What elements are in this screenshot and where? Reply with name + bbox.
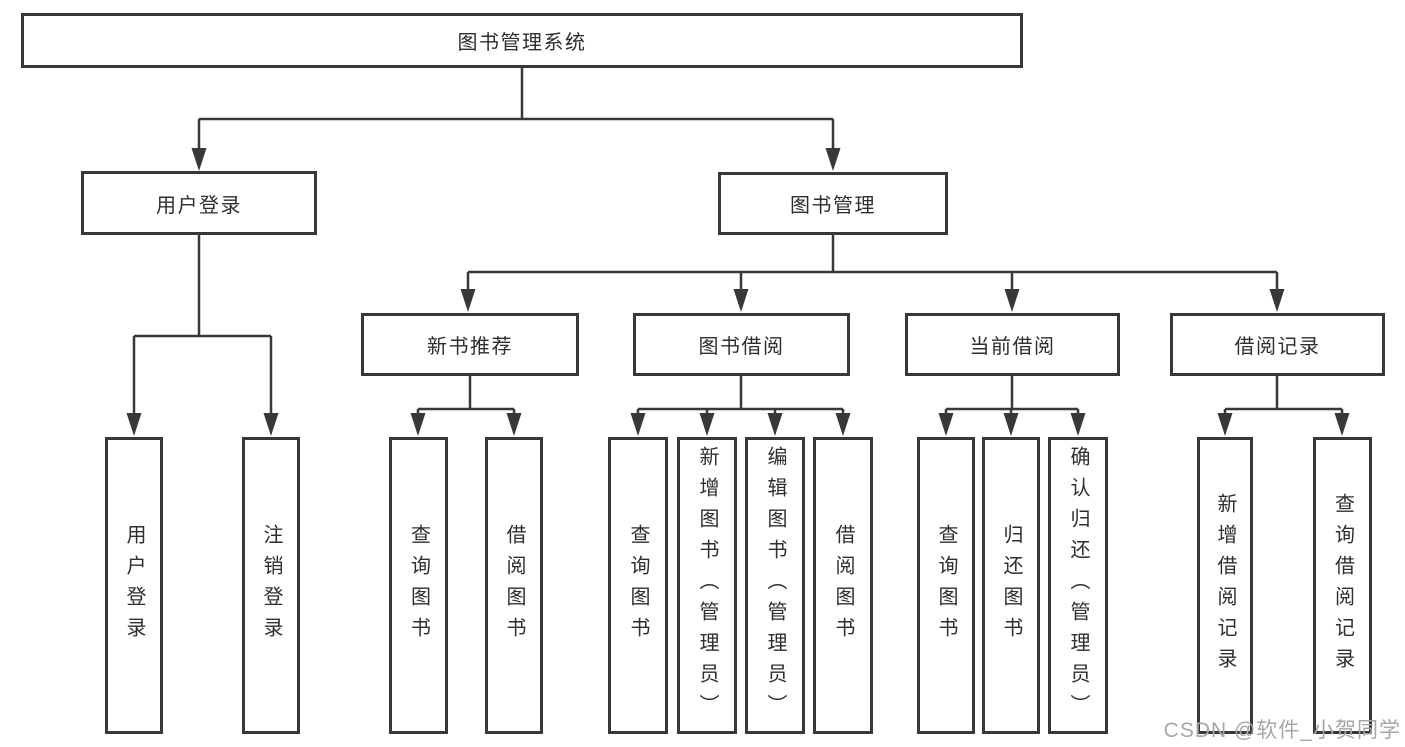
arrow-down-icon (263, 413, 279, 436)
node-label: 图书借阅 (698, 336, 785, 358)
leaf-user-login: 用户登录 (105, 437, 163, 734)
arrow-down-icon (1334, 413, 1350, 436)
leaf-borrow-query-book: 查询图书 (608, 437, 668, 734)
connector-bookborrow-to-leaves (636, 376, 845, 417)
arrow-down-icon (126, 413, 142, 436)
node-label: 归还图书 (1000, 523, 1022, 648)
arrow-down-icon (1269, 289, 1285, 312)
arrow-down-icon (506, 413, 522, 436)
connector-userlogin-to-leaves (132, 235, 273, 418)
node-new-book-recommendation: 新书推荐 (361, 313, 579, 376)
leaf-borrow-borrow-book: 借阅图书 (813, 437, 873, 734)
connector-root-to-level2 (197, 68, 835, 152)
node-label: 编辑图书（管理员） (764, 446, 786, 725)
node-label: 借阅图书 (503, 523, 525, 648)
arrow-down-icon (835, 413, 851, 436)
connector-currentborrow-to-leaves (944, 376, 1080, 417)
leaf-newbook-query-book: 查询图书 (389, 437, 448, 734)
node-label: 借阅记录 (1234, 336, 1321, 358)
leaf-newbook-borrow-book: 借阅图书 (485, 437, 543, 734)
arrow-down-icon (1217, 413, 1233, 436)
leaf-current-query-book: 查询图书 (917, 437, 975, 734)
node-label: 确认归还（管理员） (1067, 446, 1089, 725)
node-label: 用户登录 (156, 194, 242, 217)
arrowheads (126, 148, 1350, 436)
leaf-records-query-record: 查询借阅记录 (1313, 437, 1372, 734)
connector-newbook-to-leaves (416, 376, 516, 417)
arrow-down-icon (825, 148, 841, 171)
leaf-borrow-add-book-admin: 新增图书（管理员） (677, 437, 737, 734)
arrow-down-icon (410, 413, 426, 436)
arrow-down-icon (1004, 289, 1020, 312)
node-label: 图书管理系统 (457, 32, 587, 54)
node-book-borrowing: 图书借阅 (633, 313, 850, 376)
connector-borrowrecord-to-leaves (1223, 376, 1344, 417)
arrow-down-icon (630, 413, 646, 436)
arrow-down-icon (733, 289, 749, 312)
node-label: 查询图书 (627, 523, 649, 648)
arrow-down-icon (938, 413, 954, 436)
node-label: 查询图书 (935, 523, 957, 648)
node-label: 查询借阅记录 (1331, 492, 1354, 679)
node-label: 新增图书（管理员） (696, 446, 718, 725)
arrow-down-icon (191, 148, 207, 171)
node-label: 借阅图书 (832, 523, 854, 648)
csdn-watermark: CSDN @软件_小贺同学 (1163, 719, 1401, 742)
arrow-down-icon (460, 289, 476, 312)
leaf-current-confirm-return-admin: 确认归还（管理员） (1048, 437, 1108, 734)
node-root-system: 图书管理系统 (21, 13, 1023, 68)
arrow-down-icon (767, 413, 783, 436)
node-label: 查询图书 (407, 523, 430, 648)
node-current-borrowing: 当前借阅 (905, 313, 1120, 376)
node-label: 当前借阅 (969, 336, 1056, 358)
node-label: 新增借阅记录 (1214, 492, 1236, 679)
leaf-records-add-record: 新增借阅记录 (1197, 437, 1253, 734)
leaf-borrow-edit-book-admin: 编辑图书（管理员） (745, 437, 805, 734)
arrow-down-icon (699, 413, 715, 436)
leaf-logout: 注销登录 (242, 437, 300, 734)
node-label: 用户登录 (123, 523, 145, 648)
node-user-login: 用户登录 (81, 171, 317, 235)
node-label: 图书管理 (790, 195, 876, 217)
connector-bookmgmt-to-level3 (466, 235, 1279, 293)
arrow-down-icon (1003, 413, 1019, 436)
node-label: 新书推荐 (427, 336, 513, 358)
arrow-down-icon (1070, 413, 1086, 436)
node-label: 注销登录 (260, 523, 282, 648)
node-borrowing-records: 借阅记录 (1170, 313, 1385, 376)
leaf-current-return-book: 归还图书 (982, 437, 1040, 734)
node-book-management: 图书管理 (718, 172, 948, 235)
